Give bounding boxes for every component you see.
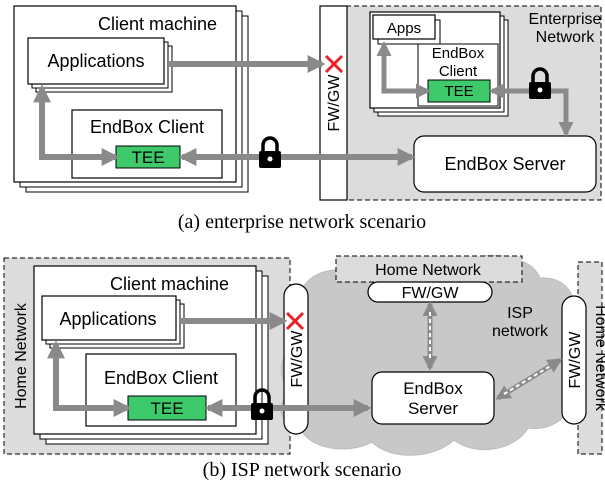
- fw-gw-left-box: [283, 283, 309, 435]
- home-network-left-label: Home Network: [13, 302, 30, 409]
- client-machine-label-b: Client machine: [110, 274, 229, 294]
- endbox-client-box: EndBox Client TEE: [71, 109, 223, 179]
- fw-gw-left-label: FW/GW: [289, 330, 306, 388]
- endbox-server-box-b: [371, 371, 495, 425]
- applications-box-b: Applications: [41, 295, 185, 349]
- fw-gw-bar: [319, 5, 348, 201]
- caption-a: (a) enterprise network scenario: [178, 211, 426, 233]
- applications-label-b: Applications: [59, 309, 156, 329]
- arrows-a: [33, 41, 574, 166]
- applications-label: Applications: [47, 51, 144, 71]
- fw-gw-label: FW/GW: [326, 74, 343, 132]
- apps-label: Apps: [387, 20, 421, 37]
- endbox-client-box-b: EndBox Client TEE: [85, 353, 237, 427]
- inner-tee-label: TEE: [444, 83, 473, 100]
- panel-a: Client machine Applications EndBox Clien…: [13, 5, 602, 233]
- fw-gw-top-label: FW/GW: [402, 285, 460, 302]
- tee-label: TEE: [131, 148, 164, 167]
- endbox-client-label-b: EndBox Client: [104, 368, 218, 388]
- dashed-links: [429, 312, 553, 395]
- red-x-icon: [324, 54, 344, 74]
- endbox-server-label-b-2: Server: [408, 399, 458, 418]
- endbox-client-label: EndBox Client: [90, 117, 204, 137]
- fw-gw-right-label: FW/GW: [567, 331, 584, 389]
- client-machine-label: Client machine: [98, 14, 217, 34]
- applications-box: Applications: [27, 37, 173, 93]
- lock-icon: [257, 136, 283, 170]
- enterprise-client-stack: Apps EndBox Client TEE: [369, 11, 509, 117]
- tee-label-b: TEE: [150, 399, 183, 418]
- inner-endbox-label: EndBox: [432, 45, 485, 62]
- network-label: Network: [536, 29, 596, 46]
- endbox-server-label-b-1: EndBox: [403, 379, 463, 398]
- tee-box-b: [127, 395, 207, 421]
- home-network-top-label: Home Network: [375, 262, 482, 279]
- network-label-b: network: [492, 323, 549, 340]
- home-network-right-label: Home Network: [592, 305, 605, 412]
- enterprise-label: Enterprise: [529, 11, 602, 28]
- panel-b: Home Network Client machine Applications…: [3, 254, 605, 481]
- caption-b: (b) ISP network scenario: [203, 459, 402, 481]
- isp-label: ISP: [507, 305, 533, 322]
- red-x-icon: [285, 311, 305, 331]
- inner-client-label: Client: [439, 63, 478, 80]
- endbox-server-label: EndBox Server: [444, 154, 565, 174]
